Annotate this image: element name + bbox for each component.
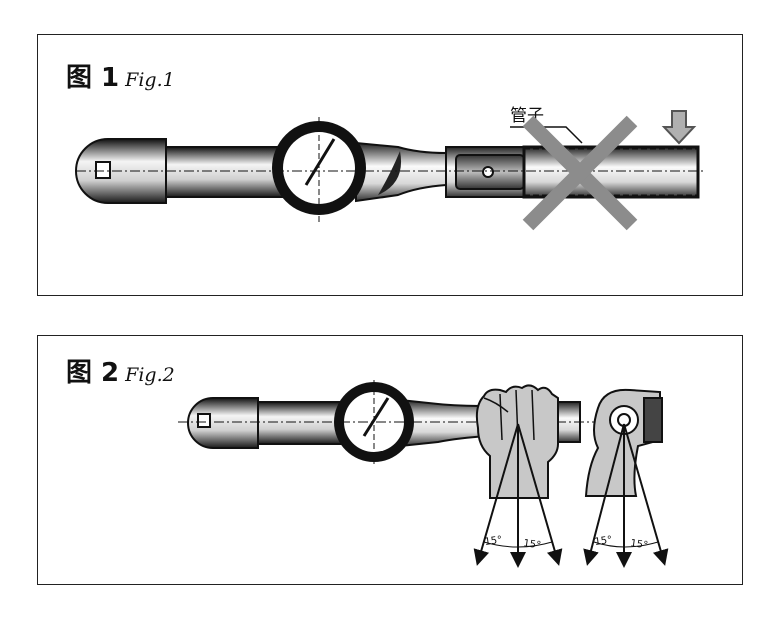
angle-label-1: 15°	[484, 535, 503, 548]
prohibition-cross-icon	[522, 115, 638, 231]
angle-label-4: 15°	[630, 538, 649, 551]
angle-arrows-icon	[473, 423, 563, 568]
square-drive-icon	[197, 413, 211, 428]
figure-1-illustration: 管子	[75, 106, 706, 231]
figure-1-title-en: Fig.1	[125, 69, 175, 91]
angle-label-2: 15°	[523, 538, 542, 551]
figure-2-illustration: 15° 15° 15° 15°	[178, 380, 669, 568]
figure-2-title-cn: 图 2	[66, 358, 120, 388]
figure-2-title-en: Fig.2	[125, 364, 175, 386]
dial-gauge-icon	[272, 117, 366, 225]
down-arrow-icon	[661, 110, 697, 145]
figure-1-title-cn: 图 1	[66, 63, 120, 93]
angle-label-3: 15°	[594, 535, 613, 548]
angle-arrows-icon	[583, 423, 669, 568]
dial-gauge-icon	[334, 380, 414, 464]
square-drive-icon	[95, 161, 111, 179]
